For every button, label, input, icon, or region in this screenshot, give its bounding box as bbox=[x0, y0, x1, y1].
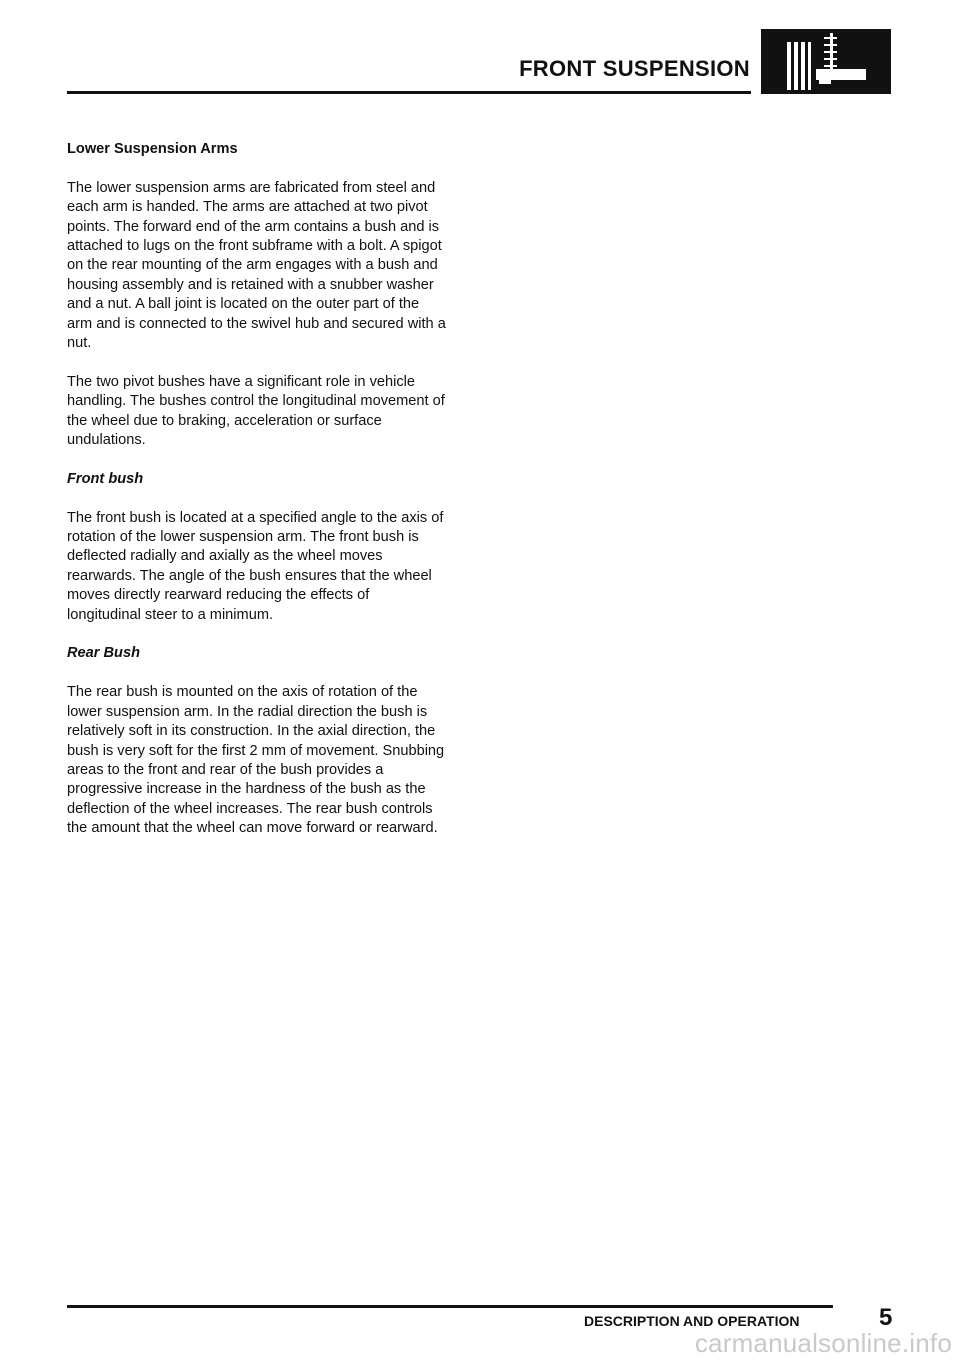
subheading-front-bush: Front bush bbox=[67, 470, 144, 487]
paragraph: The two pivot bushes have a significant … bbox=[67, 373, 445, 449]
article-body: Lower Suspension Arms The lower suspensi… bbox=[67, 140, 447, 858]
paragraph: The lower suspension arms are fabricated… bbox=[67, 179, 446, 352]
page-title: FRONT SUSPENSION bbox=[519, 56, 750, 81]
watermark: carmanualsonline.info bbox=[694, 1328, 952, 1358]
section-heading: Lower Suspension Arms bbox=[67, 141, 238, 157]
footer-section-label: DESCRIPTION AND OPERATION bbox=[584, 1313, 800, 1329]
footer-rule bbox=[67, 1305, 833, 1308]
subheading-rear-bush: Rear Bush bbox=[67, 645, 140, 662]
page-number: 5 bbox=[879, 1304, 893, 1331]
header-rule bbox=[67, 91, 751, 94]
suspension-section-icon bbox=[761, 29, 891, 94]
paragraph: The rear bush is mounted on the axis of … bbox=[67, 684, 445, 837]
paragraph: The front bush is located at a specified… bbox=[67, 509, 444, 623]
